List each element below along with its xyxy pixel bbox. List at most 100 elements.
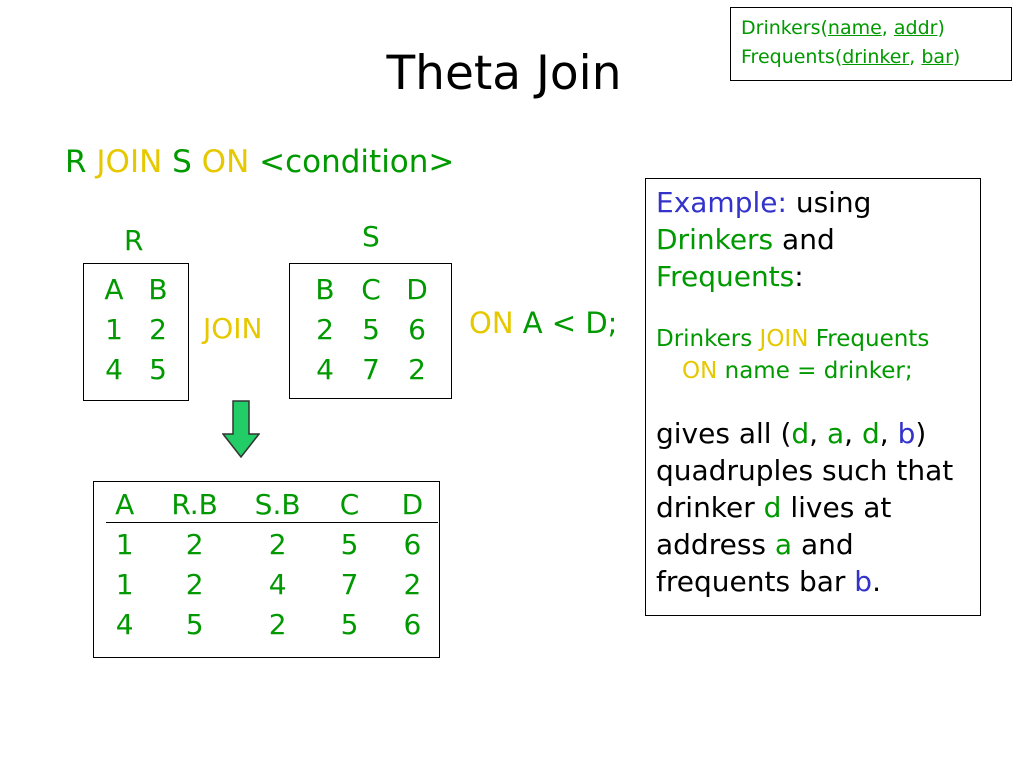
query-on-keyword: ON — [682, 358, 718, 384]
table-row: 4 5 — [92, 349, 180, 389]
table-row: 1 2 — [92, 309, 180, 349]
table-header-row: A R.B S.B C D — [102, 484, 439, 524]
schema-box: Drinkers(name, addr) Frequents(drinker, … — [730, 7, 1012, 81]
table-cell: 4 — [316, 352, 334, 386]
join-operator: JOIN — [203, 312, 263, 345]
table-cell: 2 — [185, 567, 204, 601]
schema-attr-addr: addr — [893, 17, 938, 39]
example-drinkers: Drinkers — [656, 223, 774, 256]
table-cell: 1 — [115, 527, 134, 561]
on-condition: ON A < D; — [469, 306, 617, 340]
table-row: 1 2 2 5 6 — [102, 524, 439, 564]
syntax-condition: <condition> — [249, 144, 455, 180]
table-cell: 4 — [105, 352, 123, 386]
result-grid: A R.B S.B C D 1 2 2 5 6 1 2 4 7 2 4 5 2 … — [102, 484, 439, 644]
table-cell: 6 — [403, 527, 422, 561]
down-arrow-icon — [222, 400, 260, 458]
table-cell: 2 — [316, 312, 334, 346]
schema-attr-drinker: drinker — [842, 46, 910, 68]
relation-s-table: B C D 2 5 6 4 7 2 — [289, 263, 452, 399]
example-query: Drinkers JOIN Frequents ON name = drinke… — [656, 323, 970, 387]
query-condition: name = drinker; — [717, 358, 913, 384]
table-header-cell: C — [361, 272, 381, 306]
example-text: : — [794, 260, 804, 293]
query-join-keyword: JOIN — [759, 326, 809, 352]
var-b: b — [897, 417, 916, 450]
table-cell: 2 — [408, 352, 426, 386]
var-d: d — [791, 417, 810, 450]
example-frequents: Frequents — [656, 260, 795, 293]
table-cell: 4 — [115, 607, 134, 641]
table-row: 4 5 2 5 6 — [102, 604, 439, 644]
table-cell: 1 — [105, 312, 123, 346]
explanation-text: gives all ( — [656, 417, 792, 450]
example-intro: Example: using Drinkers and Frequents: — [656, 184, 970, 295]
table-row: 1 2 4 7 2 — [102, 564, 439, 604]
table-cell: 2 — [149, 312, 167, 346]
explanation-text: , — [809, 417, 827, 450]
header-divider — [106, 522, 438, 523]
table-cell: 2 — [268, 607, 287, 641]
table-header-cell: B — [148, 272, 168, 306]
explanation-text: . — [872, 565, 881, 598]
table-cell: 5 — [362, 312, 380, 346]
example-explanation: gives all (d, a, d, b) quadruples such t… — [656, 415, 970, 600]
result-table: A R.B S.B C D 1 2 2 5 6 1 2 4 7 2 4 5 2 … — [93, 481, 440, 658]
join-syntax: R JOIN S ON <condition> — [65, 144, 454, 180]
table-header-cell: B — [315, 272, 335, 306]
explanation-text: , — [879, 417, 898, 450]
schema-sep: , — [909, 46, 922, 68]
schema-suffix: ) — [937, 17, 945, 39]
table-cell: 7 — [340, 567, 359, 601]
table-header-cell: D — [401, 487, 424, 521]
schema-frequents-prefix: Frequents( — [741, 46, 843, 68]
explanation-text: and frequents bar — [656, 528, 855, 598]
syntax-r: R — [65, 144, 97, 180]
example-text: and — [773, 223, 835, 256]
var-a: a — [774, 528, 793, 561]
relation-r-label: R — [124, 224, 144, 257]
schema-attr-bar: bar — [921, 46, 953, 68]
relation-r-grid: A B 1 2 4 5 — [92, 269, 180, 389]
example-label: Example: — [656, 186, 787, 219]
schema-suffix: ) — [952, 46, 961, 68]
schema-drinkers: Drinkers(name, addr) — [741, 14, 1001, 43]
table-cell: 5 — [185, 607, 204, 641]
query-drinkers: Drinkers — [656, 326, 760, 352]
relation-s-grid: B C D 2 5 6 4 7 2 — [302, 269, 440, 389]
schema-attr-name: name — [827, 17, 882, 39]
relation-s-label: S — [362, 220, 380, 253]
table-header-row: A B — [92, 269, 180, 309]
table-cell: 2 — [185, 527, 204, 561]
var-b: b — [854, 565, 873, 598]
table-header-cell: S.B — [254, 487, 301, 521]
table-header-cell: D — [406, 272, 428, 306]
on-keyword: ON — [469, 306, 514, 340]
explanation-text: ) quadruples such that drinker — [656, 417, 954, 524]
table-cell: 2 — [403, 567, 422, 601]
var-d: d — [763, 491, 782, 524]
table-cell: 2 — [268, 527, 287, 561]
table-cell: 5 — [340, 527, 359, 561]
syntax-join-keyword: JOIN — [96, 144, 163, 180]
table-header-cell: A — [104, 272, 124, 306]
table-cell: 6 — [403, 607, 422, 641]
table-cell: 4 — [268, 567, 287, 601]
page-title: Theta Join — [386, 46, 622, 101]
relation-r-table: A B 1 2 4 5 — [83, 263, 189, 401]
syntax-on-keyword: ON — [201, 144, 250, 180]
example-box: Example: using Drinkers and Frequents: D… — [645, 178, 981, 616]
on-condition-text: A < D; — [513, 306, 618, 340]
query-frequents: Frequents — [808, 326, 930, 352]
table-header-cell: R.B — [171, 487, 218, 521]
var-a: a — [826, 417, 845, 450]
schema-frequents: Frequents(drinker, bar) — [741, 43, 1001, 72]
table-cell: 7 — [362, 352, 380, 386]
table-cell: 1 — [115, 567, 134, 601]
table-cell: 6 — [408, 312, 426, 346]
schema-drinkers-prefix: Drinkers( — [741, 17, 828, 39]
table-cell: 5 — [149, 352, 167, 386]
table-header-cell: A — [115, 487, 135, 521]
syntax-s: S — [162, 144, 202, 180]
var-d: d — [861, 417, 880, 450]
